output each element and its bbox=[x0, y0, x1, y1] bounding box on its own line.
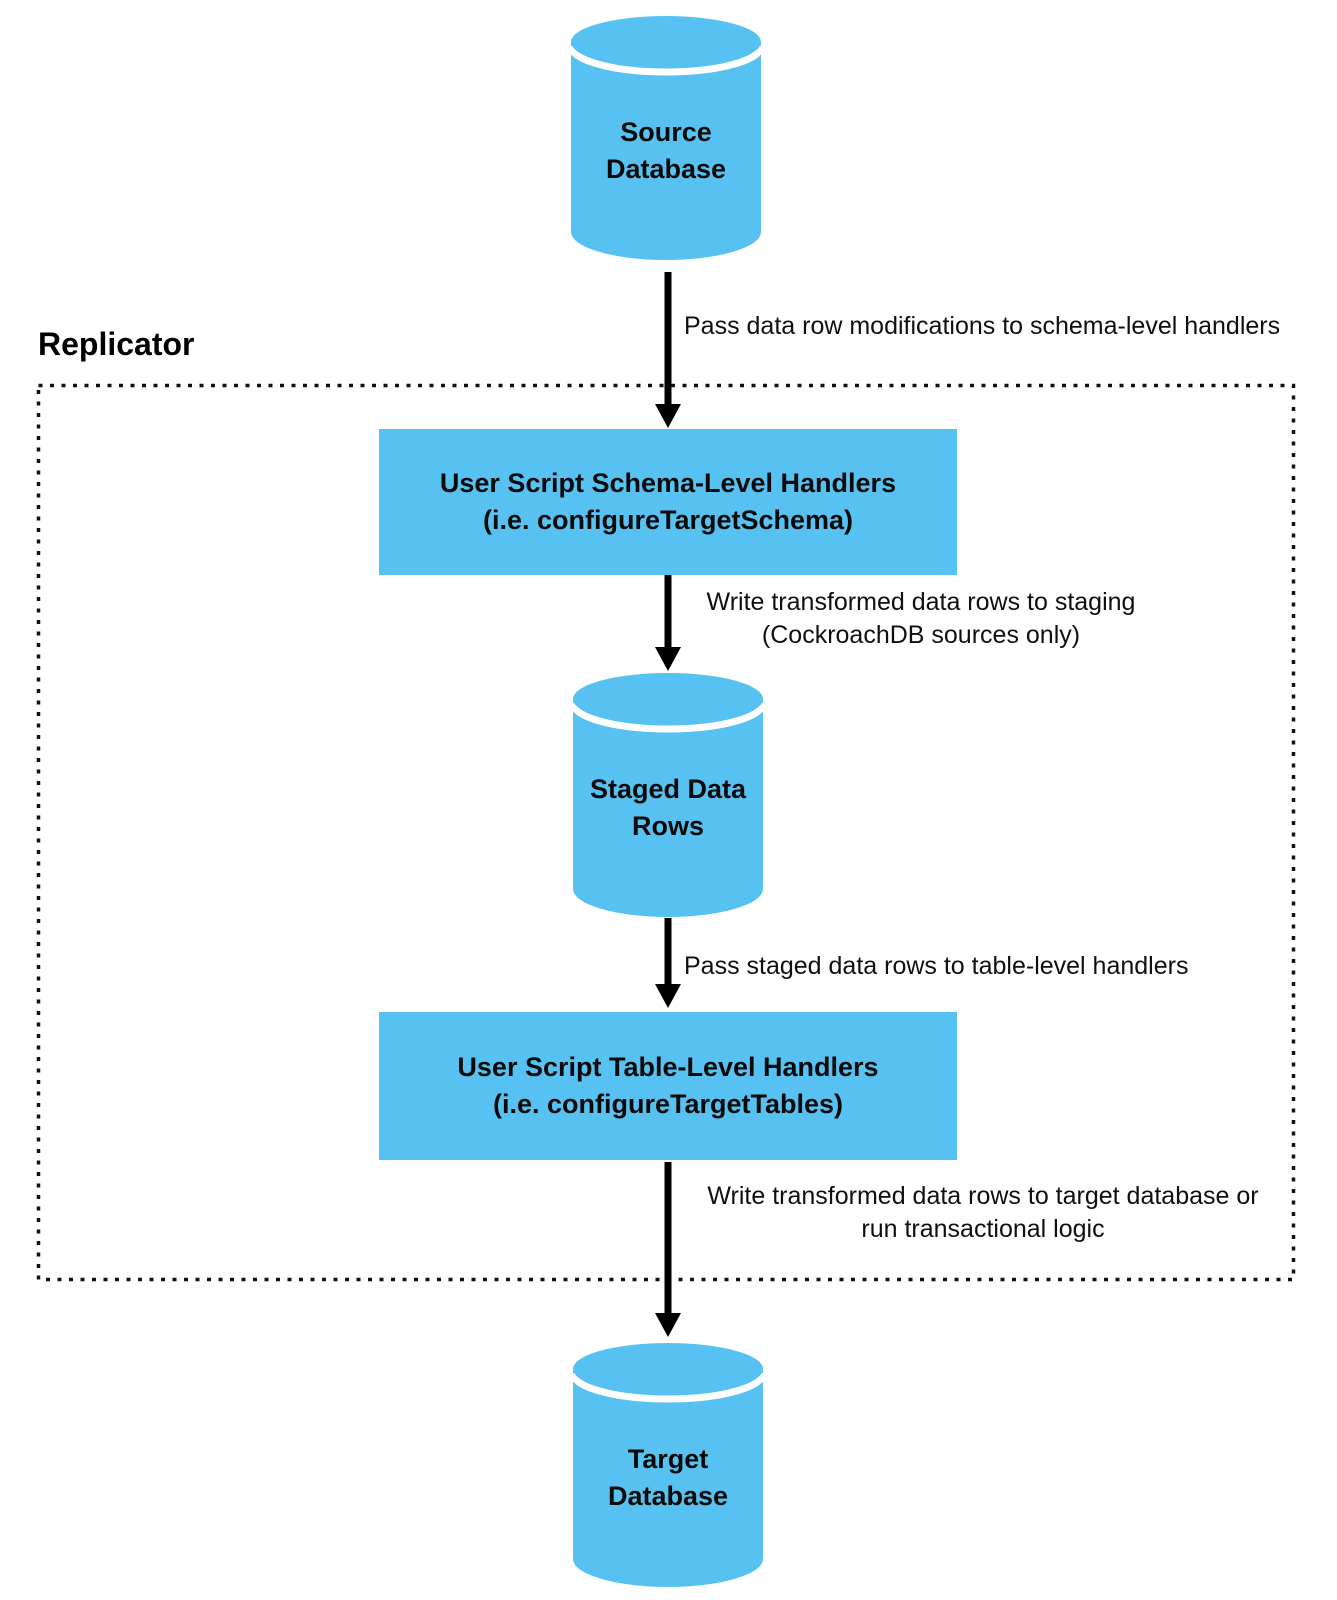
edge-label-staged-to-table: Pass staged data rows to table-level han… bbox=[684, 952, 1189, 980]
arrow-source-to-schema bbox=[655, 272, 681, 428]
replicator-boundary bbox=[36, 383, 1296, 1282]
node-table-level-handlers: User Script Table-Level Handlers (i.e. c… bbox=[379, 1012, 957, 1160]
node-schema-level-handlers: User Script Schema-Level Handlers (i.e. … bbox=[379, 429, 957, 575]
target-database-label: Target Database bbox=[607, 1444, 729, 1511]
database-cylinder-icon bbox=[569, 1343, 767, 1587]
edge-label-schema-to-staged: Write transformed data rows to staging (… bbox=[706, 588, 1136, 649]
node-target-database: Target Database bbox=[569, 1341, 767, 1589]
database-cylinder-icon bbox=[569, 673, 767, 917]
staged-data-rows-label: Staged Data Rows bbox=[589, 774, 747, 841]
arrow-table-to-target bbox=[655, 1162, 681, 1337]
node-staged-data-rows: Staged Data Rows bbox=[569, 671, 767, 919]
edge-label-source-to-schema: Pass data row modifications to schema-le… bbox=[684, 312, 1281, 340]
arrow-schema-to-staged bbox=[655, 574, 681, 671]
node-source-database: Source Database bbox=[567, 14, 765, 262]
replicator-label: Replicator bbox=[38, 326, 195, 362]
edge-label-table-to-target: Write transformed data rows to target da… bbox=[707, 1182, 1259, 1243]
database-cylinder-icon bbox=[567, 16, 765, 260]
source-database-label: Source Database bbox=[605, 117, 727, 184]
arrow-staged-to-table bbox=[655, 918, 681, 1008]
